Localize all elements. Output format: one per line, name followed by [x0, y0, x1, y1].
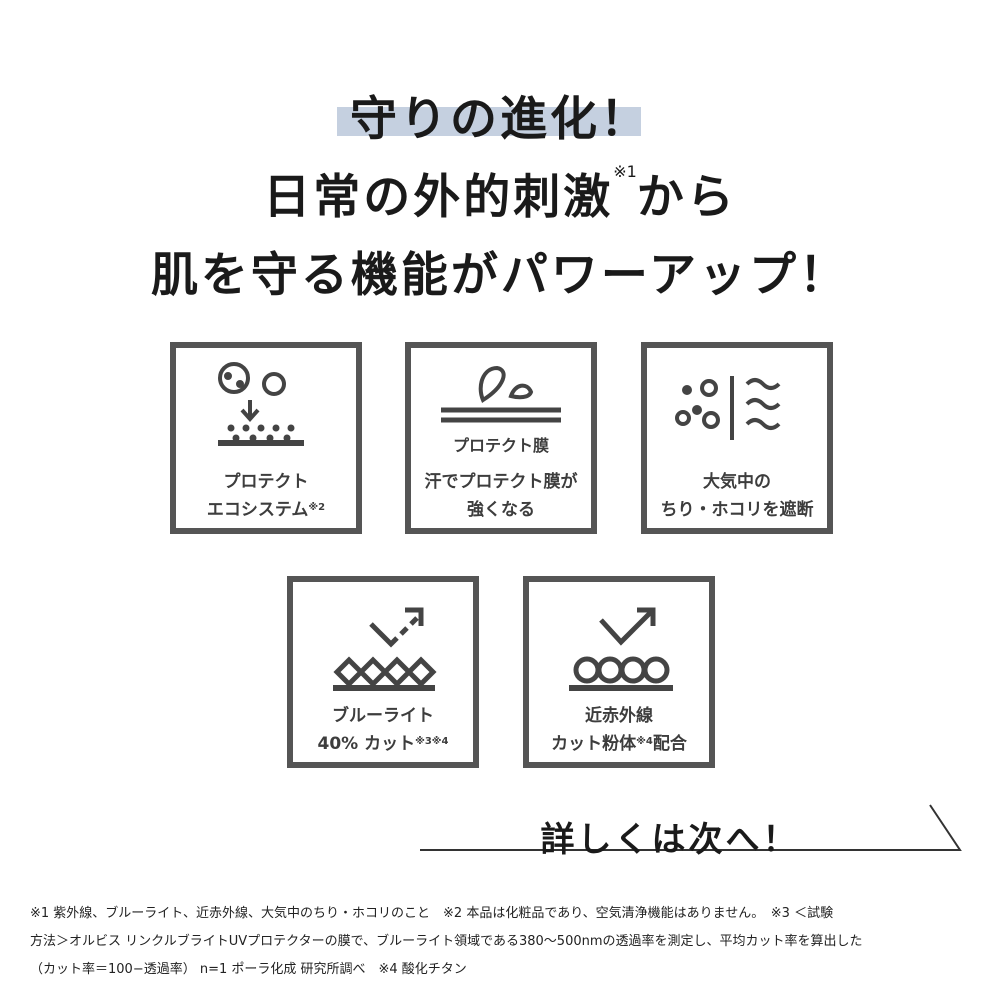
- feature-card-protect-film: プロテクト膜 汗でプロテクト膜が強くなる: [405, 342, 597, 534]
- footnote-ref: ※3※4: [415, 736, 449, 747]
- feature-caption: 大気中のちり・ホコリを遮断: [647, 468, 827, 524]
- cta-label: 詳しくは次へ！: [540, 820, 800, 860]
- headline-highlight: [337, 107, 641, 136]
- arrow-right-icon: [420, 804, 962, 851]
- caption-line: 汗でプロテクト膜が: [424, 472, 578, 492]
- feature-card-dust-block: 大気中のちり・ホコリを遮断: [641, 342, 833, 534]
- headline-line-1: 守りの進化！: [350, 92, 650, 147]
- film-label: プロテクト膜: [452, 436, 549, 455]
- feature-card-protect-ecosystem: プロテクトエコシステム※2: [170, 342, 362, 534]
- feature-caption: ブルーライト 40% カット※3※4: [293, 702, 473, 758]
- caption-line: エコシステム: [206, 500, 309, 520]
- bluelight-reflect-icon: [333, 607, 437, 691]
- footnote-line: （カット率＝100−透過率） n=1 ポーラ化成 研究所調べ ※4 酸化チタン: [30, 962, 467, 977]
- footnotes: ※1 紫外線、ブルーライト、近赤外線、大気中のちり・ホコリのこと ※2 本品は化…: [30, 900, 980, 984]
- caption-line: 近赤外線: [585, 706, 653, 726]
- footnote-ref: ※1: [613, 162, 637, 181]
- caption-line: 配合: [652, 734, 687, 754]
- feature-card-bluelight-cut: ブルーライト 40% カット※3※4: [287, 576, 479, 768]
- protect-film-icon: [441, 365, 561, 423]
- caption-line: ブルーライト: [332, 706, 434, 726]
- headline-text: 日常の外的刺激: [263, 170, 614, 225]
- dust-barrier-icon: [675, 376, 781, 440]
- next-page-button[interactable]: 詳しくは次へ！: [420, 800, 970, 860]
- caption-line: 大気中の: [703, 472, 771, 492]
- headline-text: から: [636, 170, 737, 225]
- footnote-line: 方法＞オルビス リンクルブライトUVプロテクターの膜で、ブルーライト領域である3…: [30, 934, 863, 949]
- feature-caption: プロテクトエコシステム※2: [176, 468, 356, 524]
- caption-line: 強くなる: [467, 500, 535, 520]
- headline-line-2: 日常の外的刺激※1から: [0, 158, 1000, 227]
- caption-line: 40% カット: [317, 734, 416, 754]
- footnote-ref: ※2: [308, 502, 326, 513]
- caption-line: プロテクト: [223, 472, 309, 492]
- caption-line: ちり・ホコリを遮断: [660, 500, 814, 520]
- feature-card-nearinfrared-cut: 近赤外線カット粉体※4配合: [523, 576, 715, 768]
- feature-caption: 近赤外線カット粉体※4配合: [529, 702, 709, 758]
- footnote-ref: ※4: [636, 736, 653, 747]
- headline-line-3: 肌を守る機能がパワーアップ！: [150, 248, 850, 303]
- caption-line: カット粉体: [551, 734, 637, 754]
- pollutant-settle-icon: [218, 362, 304, 446]
- nearinfrared-reflect-icon: [569, 607, 673, 691]
- footnote-line: ※1 紫外線、ブルーライト、近赤外線、大気中のちり・ホコリのこと ※2 本品は化…: [30, 906, 834, 921]
- feature-caption: 汗でプロテクト膜が強くなる: [411, 468, 591, 524]
